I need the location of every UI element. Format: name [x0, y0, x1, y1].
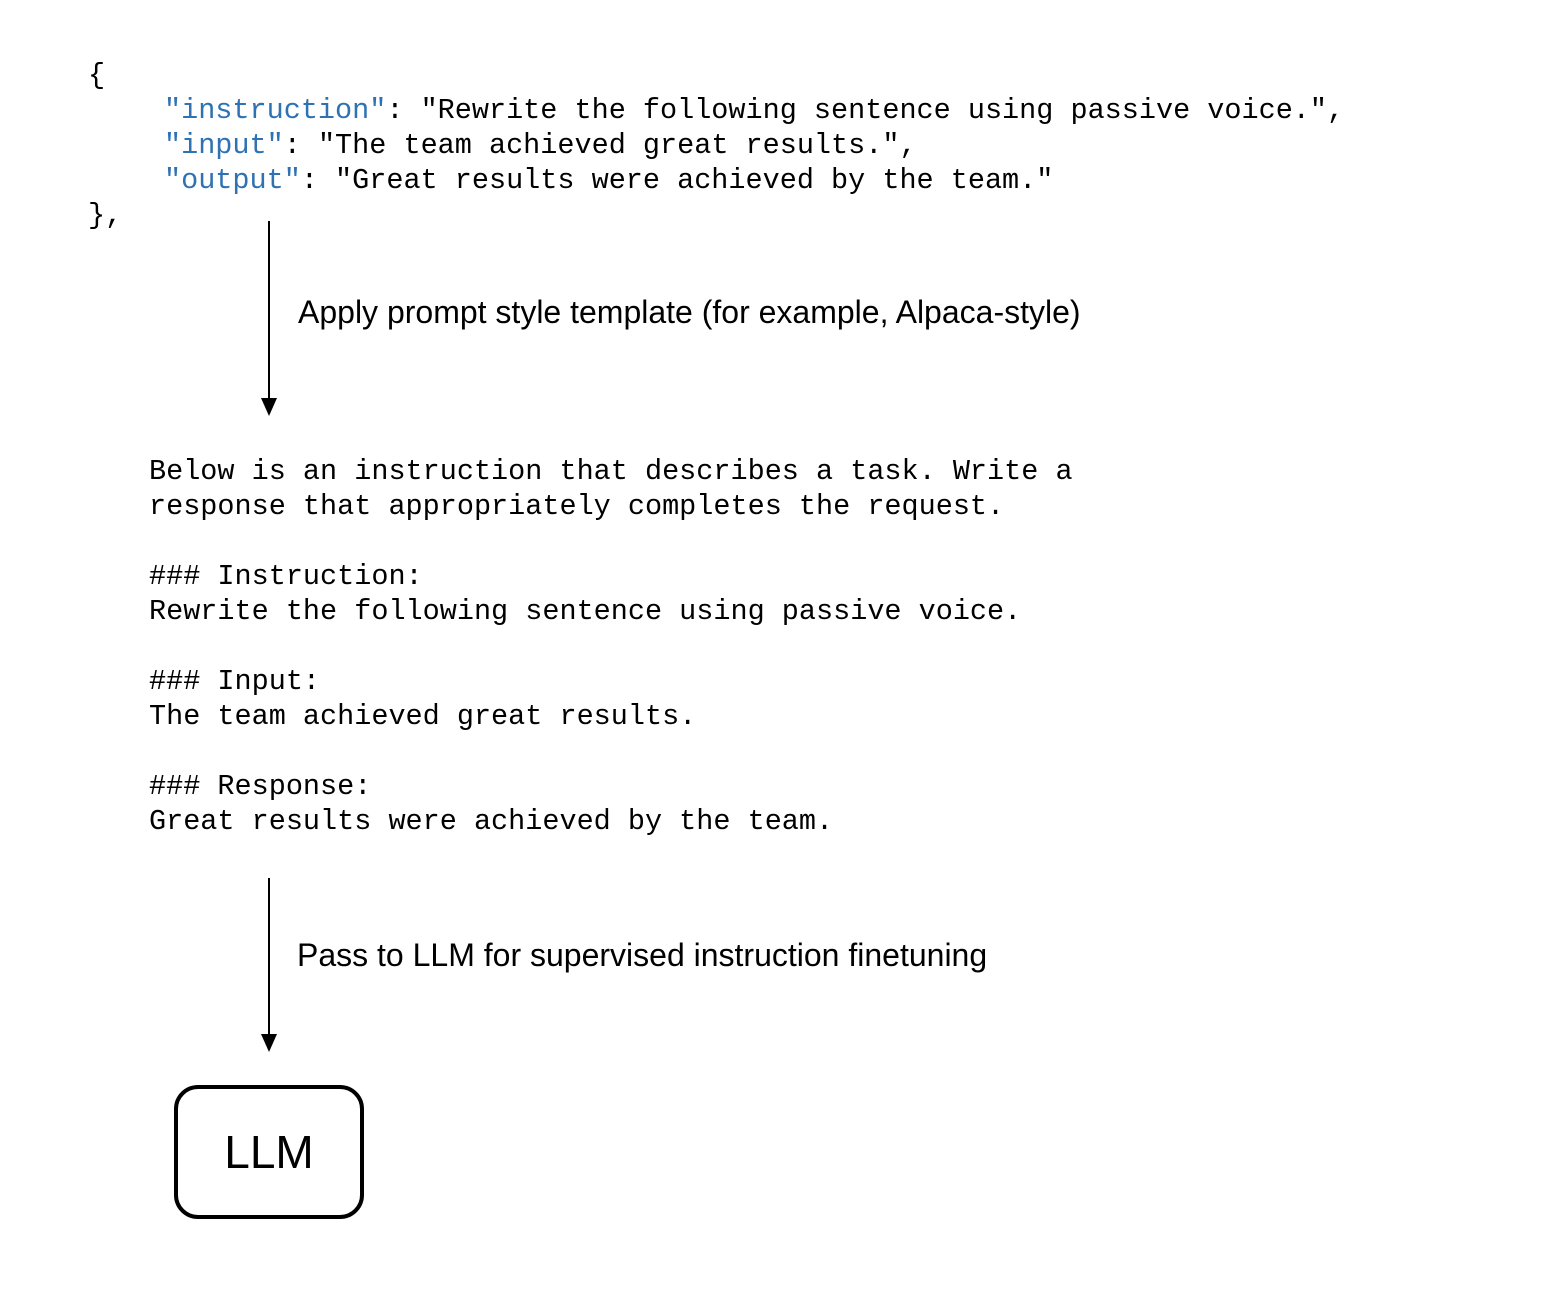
arrow-2-shaft [268, 878, 270, 1036]
arrow-1-shaft [268, 221, 270, 401]
json-key-input: "input" [164, 129, 284, 162]
json-close-brace: }, [88, 199, 123, 232]
arrow-1-head-icon [261, 398, 277, 416]
json-field-instruction: "instruction": "Rewrite the following se… [164, 93, 1344, 128]
template-input-header: ### Input: [149, 665, 321, 698]
template-instruction-header: ### Instruction: [149, 560, 423, 593]
json-open-brace: { [88, 59, 106, 92]
template-response-text: Great results were achieved by the team. [149, 805, 834, 838]
arrow-2-label: Pass to LLM for supervised instruction f… [297, 937, 988, 973]
llm-label: LLM [224, 1126, 314, 1178]
template-input-text: The team achieved great results. [149, 700, 697, 733]
json-value-input: "The team achieved great results.", [317, 129, 917, 162]
json-sep: : [283, 129, 318, 162]
template-intro-line-2: response that appropriately completes th… [149, 490, 1005, 523]
arrow-1-label: Apply prompt style template (for example… [298, 294, 1081, 330]
llm-box: LLM [174, 1085, 364, 1219]
template-instruction-text: Rewrite the following sentence using pas… [149, 595, 1022, 628]
arrow-2-head-icon [261, 1034, 277, 1052]
template-response-header: ### Response: [149, 770, 372, 803]
json-field-input: "input": "The team achieved great result… [164, 128, 917, 163]
json-value-output: "Great results were achieved by the team… [335, 164, 1054, 197]
json-sep: : [386, 94, 421, 127]
json-field-output: "output": "Great results were achieved b… [164, 163, 1053, 198]
json-key-instruction: "instruction" [164, 94, 387, 127]
template-intro-line-1: Below is an instruction that describes a… [149, 455, 1073, 488]
json-sep: : [300, 164, 336, 197]
json-value-instruction: "Rewrite the following sentence using pa… [420, 94, 1345, 127]
json-key-output: "output" [164, 164, 301, 197]
